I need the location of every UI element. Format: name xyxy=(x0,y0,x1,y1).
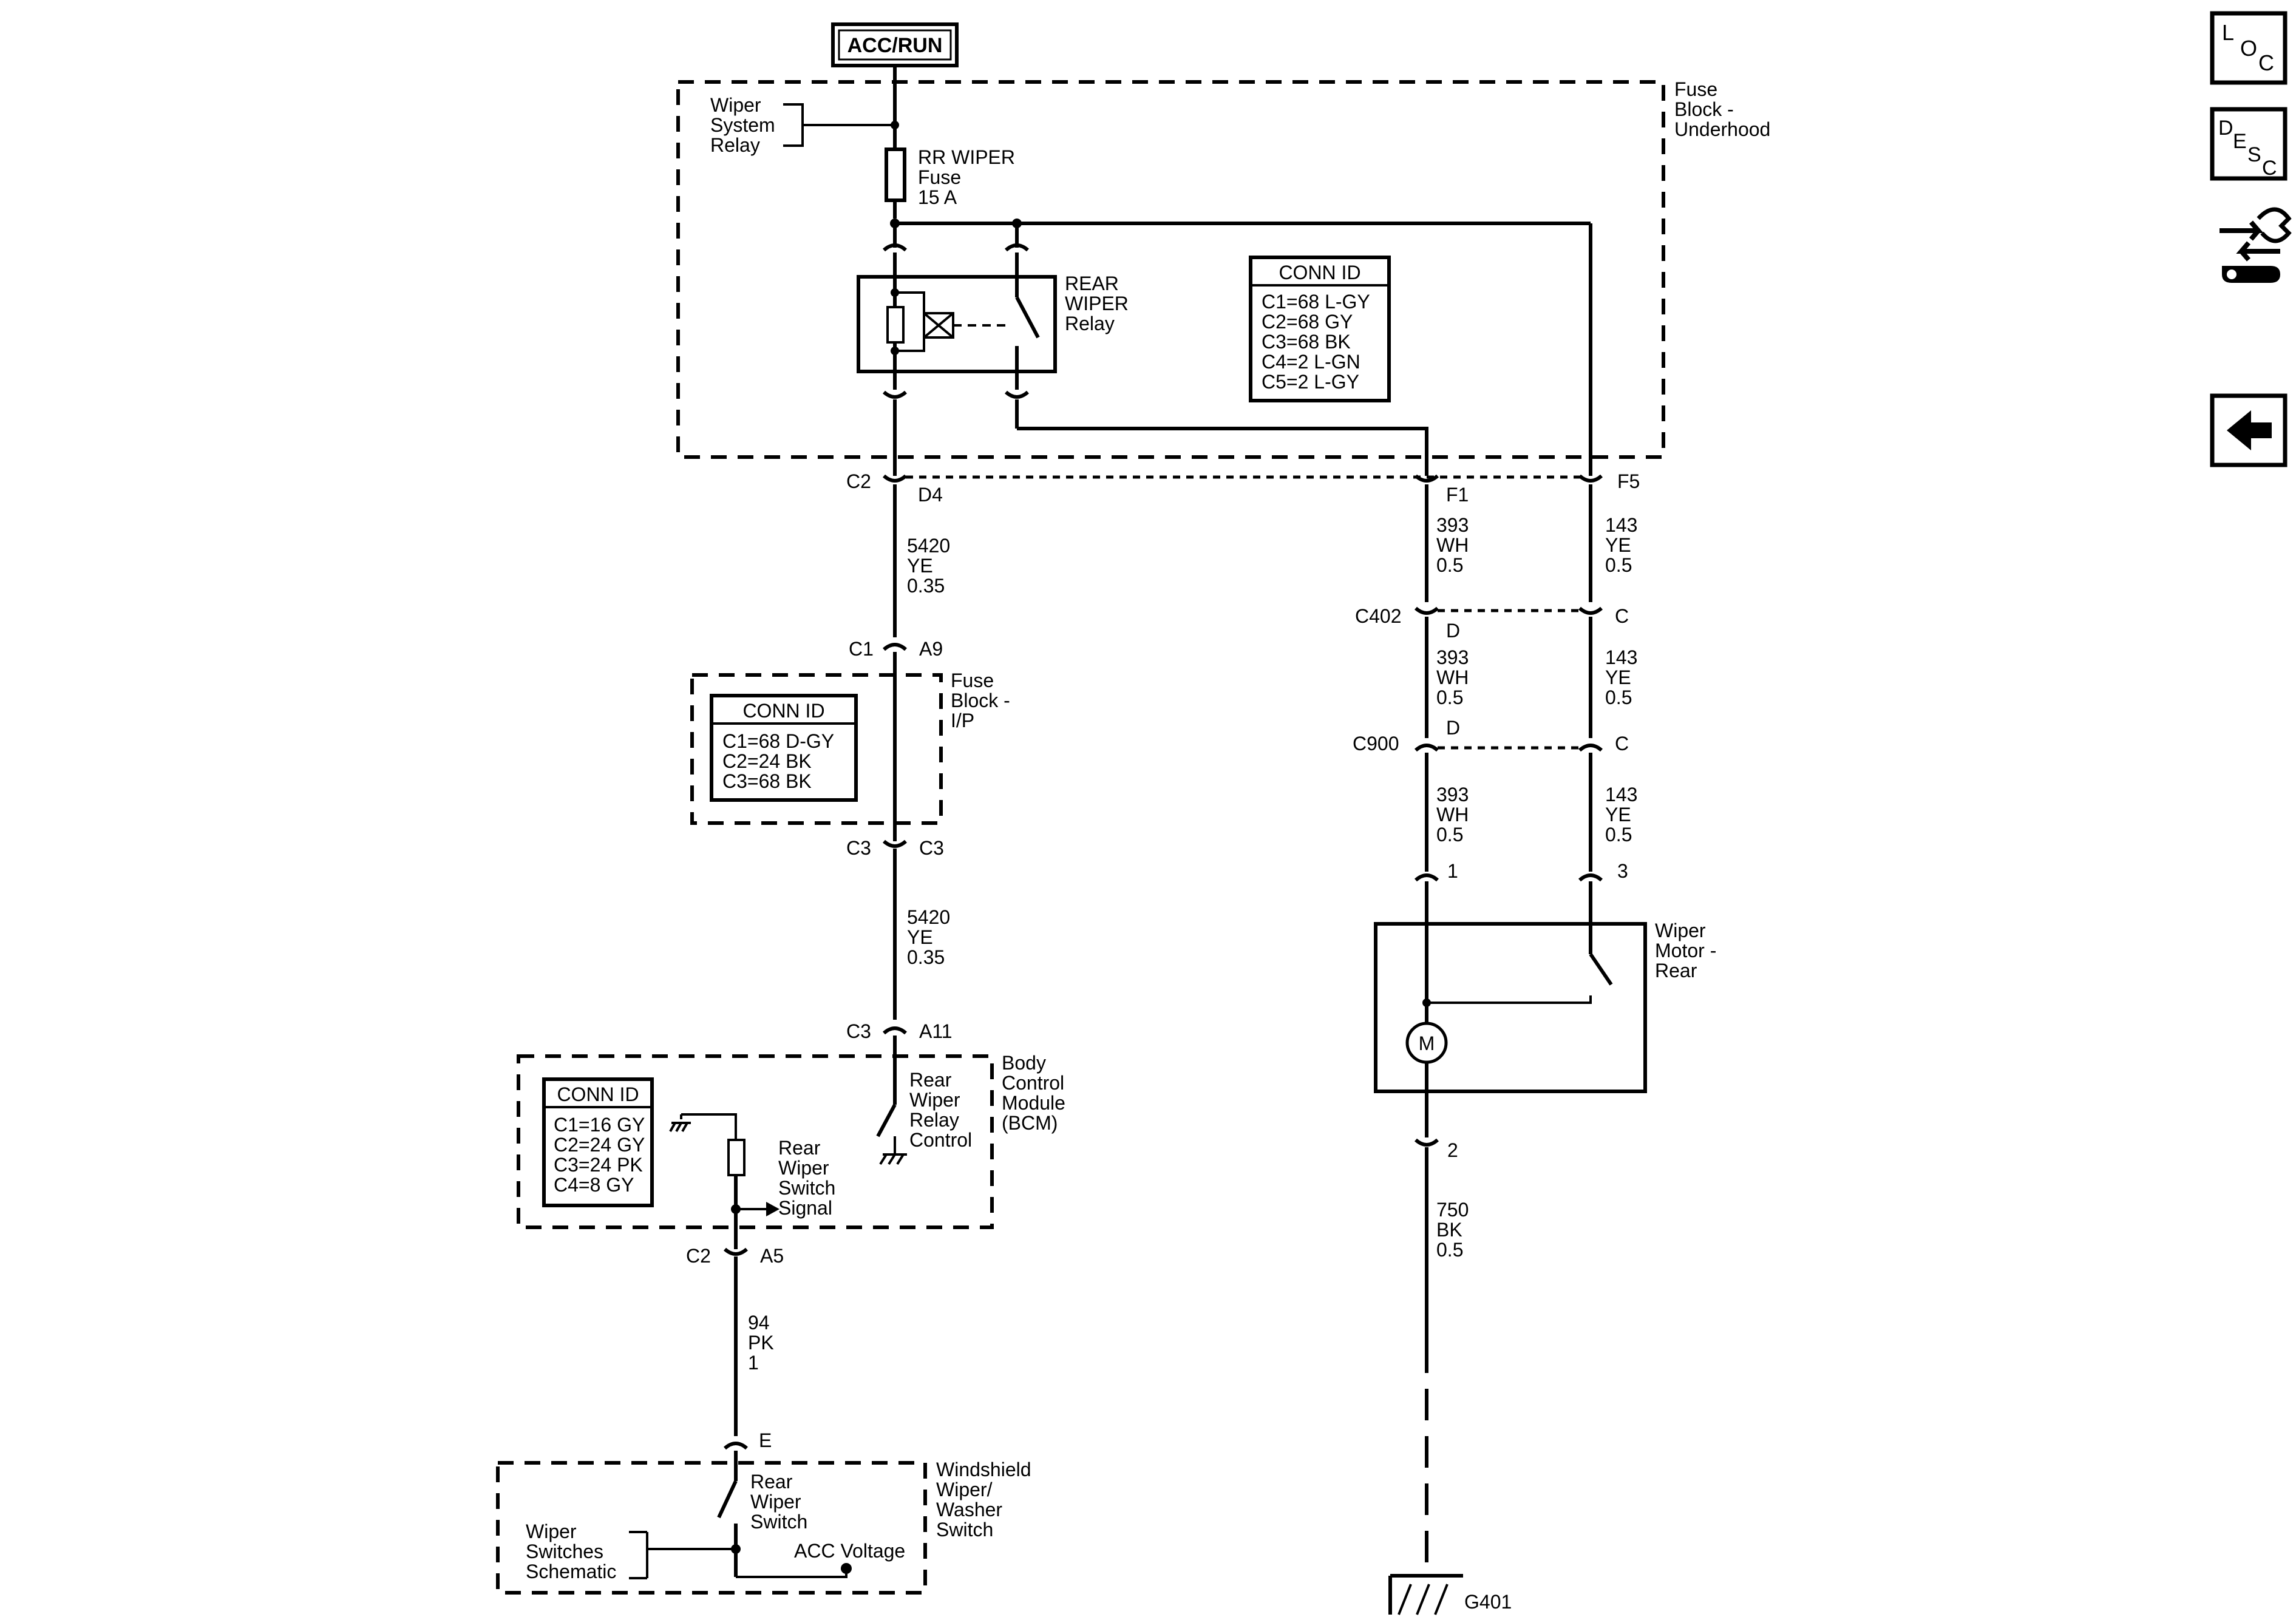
svg-text:F1: F1 xyxy=(1446,484,1469,506)
svg-text:3: 3 xyxy=(1617,860,1628,882)
desc-button[interactable]: D E S C xyxy=(2210,107,2288,181)
rear-wiper-switch-label: Rear Wiper Switch xyxy=(750,1471,807,1533)
wire-750: 750 BK 0.5 xyxy=(1436,1199,1474,1261)
svg-text:C: C xyxy=(2258,50,2274,75)
wire-143-c: 143 YE 0.5 xyxy=(1605,784,1643,846)
power-source: ACC/RUN xyxy=(831,22,959,67)
acc-voltage-label: ACC Voltage xyxy=(794,1540,905,1562)
connector-c402: C402 D C xyxy=(1355,605,1629,642)
svg-text:C900: C900 xyxy=(1353,733,1399,754)
rear-wiper-switch-signal-label: Rear Wiper Switch Signal xyxy=(778,1137,841,1219)
power-source-label: ACC/RUN xyxy=(847,34,943,57)
svg-text:C2: C2 xyxy=(846,470,871,492)
wire-393-b: 393 WH 0.5 xyxy=(1436,646,1474,708)
fuse-block-underhood-label: Fuse Block - Underhood xyxy=(1674,78,1770,140)
svg-text:C1=16 GY C2=24 GY: C1=16 GY C2=24 GY C3=24 PK C4=8 GY xyxy=(554,1114,650,1196)
svg-text:D: D xyxy=(2218,117,2233,140)
svg-text:E: E xyxy=(2233,130,2247,153)
rr-wiper-fuse xyxy=(885,147,906,202)
wrench-arrows-icon[interactable] xyxy=(2220,207,2292,283)
wiper-system-relay-label: Wiper System Relay xyxy=(710,94,781,156)
svg-text:D: D xyxy=(1446,717,1460,739)
conn-id-ip: CONN ID C1=68 D-GY C2=24 BK C3=68 BK xyxy=(710,694,858,802)
wiper-switches-schematic-label: Wiper Switches Schematic xyxy=(526,1520,616,1582)
svg-text:CONN ID: CONN ID xyxy=(742,700,824,722)
rear-wiper-relay-control-label: Rear Wiper Relay Control xyxy=(909,1069,972,1151)
wire-5420-lower: 5420 YE 0.35 xyxy=(907,906,956,968)
fuse-block-ip-label: Fuse Block - I/P xyxy=(951,670,1016,731)
svg-text:F5: F5 xyxy=(1617,470,1640,492)
svg-text:C3: C3 xyxy=(846,1020,871,1042)
rear-wiper-relay-label: REAR WIPER Relay xyxy=(1065,273,1134,334)
svg-text:C402: C402 xyxy=(1355,605,1402,627)
wire-5420-upper: 5420 YE 0.35 xyxy=(907,535,956,597)
windshield-wiper-washer-switch: E Windshield Wiper/ Washer Switch Rear W… xyxy=(496,1429,1036,1595)
svg-text:A5: A5 xyxy=(760,1245,784,1267)
svg-text:D: D xyxy=(1446,620,1460,642)
svg-text:C: C xyxy=(1615,605,1629,627)
wire-143-a: 143 YE 0.5 xyxy=(1605,514,1643,576)
loc-button[interactable]: L O C xyxy=(2210,11,2288,85)
svg-text:C3: C3 xyxy=(919,837,944,859)
fuse-block-ip: C1 A9 C3 C3 Fuse Block - I/P CONN ID C1=… xyxy=(690,638,1016,859)
svg-text:2: 2 xyxy=(1447,1139,1458,1161)
fuse-block-underhood: Fuse Block - Underhood Wiper System Rela… xyxy=(676,66,1770,472)
svg-text:C2: C2 xyxy=(686,1245,711,1267)
bcm-label: Body Control Module (BCM) xyxy=(1002,1052,1071,1134)
svg-text:CONN ID: CONN ID xyxy=(1279,262,1360,283)
conn-id-underhood: CONN ID C1=68 L-GY C2=68 GY C3=68 BK C4=… xyxy=(1249,256,1391,402)
wire-94: 94 PK 1 xyxy=(748,1312,779,1374)
svg-text:E: E xyxy=(759,1429,772,1451)
svg-text:O: O xyxy=(2240,36,2257,61)
svg-text:C1: C1 xyxy=(849,638,874,660)
svg-text:CONN ID: CONN ID xyxy=(557,1083,639,1105)
svg-text:M: M xyxy=(1419,1032,1435,1054)
svg-text:G401: G401 xyxy=(1464,1591,1512,1613)
rr-wiper-fuse-label: RR WIPER Fuse 15 A xyxy=(918,146,1021,208)
svg-text:C: C xyxy=(1615,733,1629,754)
wire-393-a: 393 WH 0.5 xyxy=(1436,514,1474,576)
svg-text:C1=68 D-GY C2=24 BK: C1=68 D-GY C2=24 BK C3=68 BK xyxy=(722,730,839,792)
connector-c900: C900 C xyxy=(1353,733,1629,754)
conn-id-bcm: CONN ID C1=16 GY C2=24 GY C3=24 PK C4=8 … xyxy=(542,1077,654,1207)
windshield-switch-label: Windshield Wiper/ Washer Switch xyxy=(936,1459,1036,1541)
body-control-module: C3 A11 Body Control Module (BCM) Rear Wi… xyxy=(517,1020,1071,1267)
back-arrow-icon[interactable] xyxy=(2210,393,2288,467)
wire-393-c: 393 WH 0.5 xyxy=(1436,784,1474,846)
wire-143-b: 143 YE 0.5 xyxy=(1605,646,1643,708)
wiper-motor-rear: 1 3 Wiper Motor - Rear M 2 xyxy=(1374,860,1722,1161)
svg-text:1: 1 xyxy=(1447,860,1458,882)
svg-text:A11: A11 xyxy=(919,1020,953,1042)
svg-text:L: L xyxy=(2222,20,2234,45)
ground-g401: G401 xyxy=(1388,1574,1512,1615)
connector-c2-underhood: C2 D4 F1 F5 xyxy=(846,470,1640,506)
svg-text:A9: A9 xyxy=(919,638,943,660)
svg-text:S: S xyxy=(2247,143,2261,166)
wiper-motor-rear-label: Wiper Motor - Rear xyxy=(1655,920,1722,981)
svg-text:C3: C3 xyxy=(846,837,871,859)
svg-text:C1=68 L-GY C2=68 GY: C1=68 L-GY C2=68 GY C3=68 BK C4=2 L-GN C… xyxy=(1262,291,1375,393)
svg-text:C: C xyxy=(2262,157,2277,180)
svg-text:D4: D4 xyxy=(918,484,943,506)
